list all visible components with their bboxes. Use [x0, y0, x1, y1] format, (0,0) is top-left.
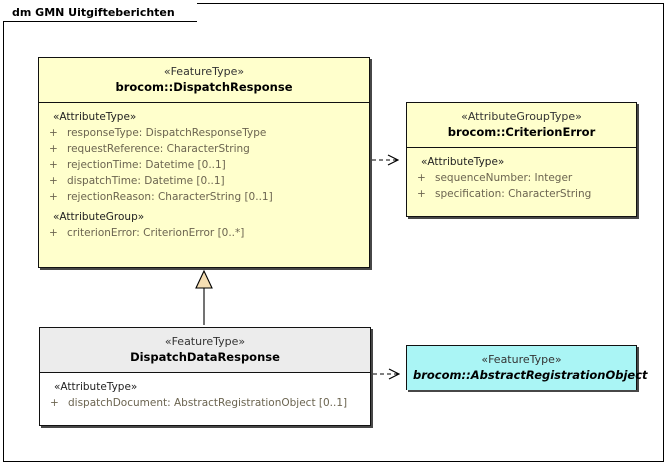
attribute-text: dispatchTime: Datetime [0..1]	[67, 175, 225, 187]
class-stereotype: «AttributeGroupType»	[461, 110, 582, 123]
class-header-abstract-registration-object: «FeatureType» brocom::AbstractRegistrati…	[407, 346, 648, 390]
class-box-dispatch-data-response[interactable]: «FeatureType» DispatchDataResponse «Attr…	[39, 327, 371, 426]
class-header-criterion-error: «AttributeGroupType» brocom::CriterionEr…	[407, 103, 636, 148]
attribute-text: responseType: DispatchResponseType	[67, 127, 267, 139]
attribute-group-label: «AttributeType»	[421, 156, 505, 168]
attribute-row[interactable]: + rejectionReason: CharacterString [0..1]	[39, 189, 369, 205]
attribute-visibility: +	[417, 188, 426, 200]
attribute-row[interactable]: + dispatchTime: Datetime [0..1]	[39, 173, 369, 189]
class-stereotype: «FeatureType»	[164, 335, 246, 348]
attribute-text: rejectionReason: CharacterString [0..1]	[67, 191, 273, 203]
attribute-visibility: +	[49, 227, 58, 239]
attribute-row[interactable]: + responseType: DispatchResponseType	[39, 125, 369, 141]
class-header-dispatch-response: «FeatureType» brocom::DispatchResponse	[39, 58, 369, 103]
attribute-row[interactable]: + requestReference: CharacterString	[39, 141, 369, 157]
attribute-row[interactable]: + criterionError: CriterionError [0..*]	[39, 225, 369, 241]
class-box-dispatch-response[interactable]: «FeatureType» brocom::DispatchResponse «…	[38, 57, 370, 268]
attribute-row[interactable]: + rejectionTime: Datetime [0..1]	[39, 157, 369, 173]
diagram-title-tab[interactable]: dm GMN Uitgifteberichten	[3, 3, 197, 22]
attribute-visibility: +	[49, 127, 58, 139]
attribute-visibility: +	[49, 191, 58, 203]
attribute-group-label: «AttributeType»	[54, 381, 138, 393]
class-body-dispatch-response: «AttributeType» + responseType: DispatchR…	[39, 103, 369, 248]
attribute-text: sequenceNumber: Integer	[435, 172, 573, 184]
attribute-row[interactable]: + dispatchDocument: AbstractRegistrationO…	[40, 395, 370, 411]
diagram-title-label: dm GMN Uitgifteberichten	[12, 5, 175, 19]
attribute-visibility: +	[50, 397, 59, 409]
class-box-criterion-error[interactable]: «AttributeGroupType» brocom::CriterionEr…	[406, 102, 637, 217]
attribute-row[interactable]: + sequenceNumber: Integer	[407, 170, 636, 186]
attribute-group-label: «AttributeType»	[53, 111, 137, 123]
class-name: brocom::CriterionError	[447, 125, 596, 139]
class-body-criterion-error: «AttributeType» + sequenceNumber: Integer…	[407, 148, 636, 209]
class-body-dispatch-data-response: «AttributeType» + dispatchDocument: Abstr…	[40, 373, 370, 418]
class-name: DispatchDataResponse	[130, 350, 280, 364]
diagram-title-tab-slant	[183, 3, 197, 22]
class-stereotype: «FeatureType»	[481, 353, 562, 366]
class-name: brocom::AbstractRegistrationObject	[413, 368, 648, 382]
attribute-text: criterionError: CriterionError [0..*]	[67, 227, 245, 239]
class-header-dispatch-data-response: «FeatureType» DispatchDataResponse	[40, 328, 370, 373]
attribute-row[interactable]: + specification: CharacterString	[407, 186, 636, 202]
class-name: brocom::DispatchResponse	[115, 80, 293, 94]
attribute-visibility: +	[49, 143, 58, 155]
class-box-abstract-registration-object[interactable]: «FeatureType» brocom::AbstractRegistrati…	[406, 345, 648, 390]
attribute-text: specification: CharacterString	[435, 188, 592, 200]
attribute-visibility: +	[49, 159, 58, 171]
attribute-text: requestReference: CharacterString	[67, 143, 250, 155]
attribute-group-label: «AttributeGroup»	[53, 211, 145, 223]
class-stereotype: «FeatureType»	[163, 65, 245, 78]
attribute-visibility: +	[49, 175, 58, 187]
attribute-text: dispatchDocument: AbstractRegistrationOb…	[68, 397, 348, 409]
attribute-visibility: +	[417, 172, 426, 184]
attribute-text: rejectionTime: Datetime [0..1]	[67, 159, 226, 171]
diagram-title-tab-body: dm GMN Uitgifteberichten	[3, 3, 197, 22]
